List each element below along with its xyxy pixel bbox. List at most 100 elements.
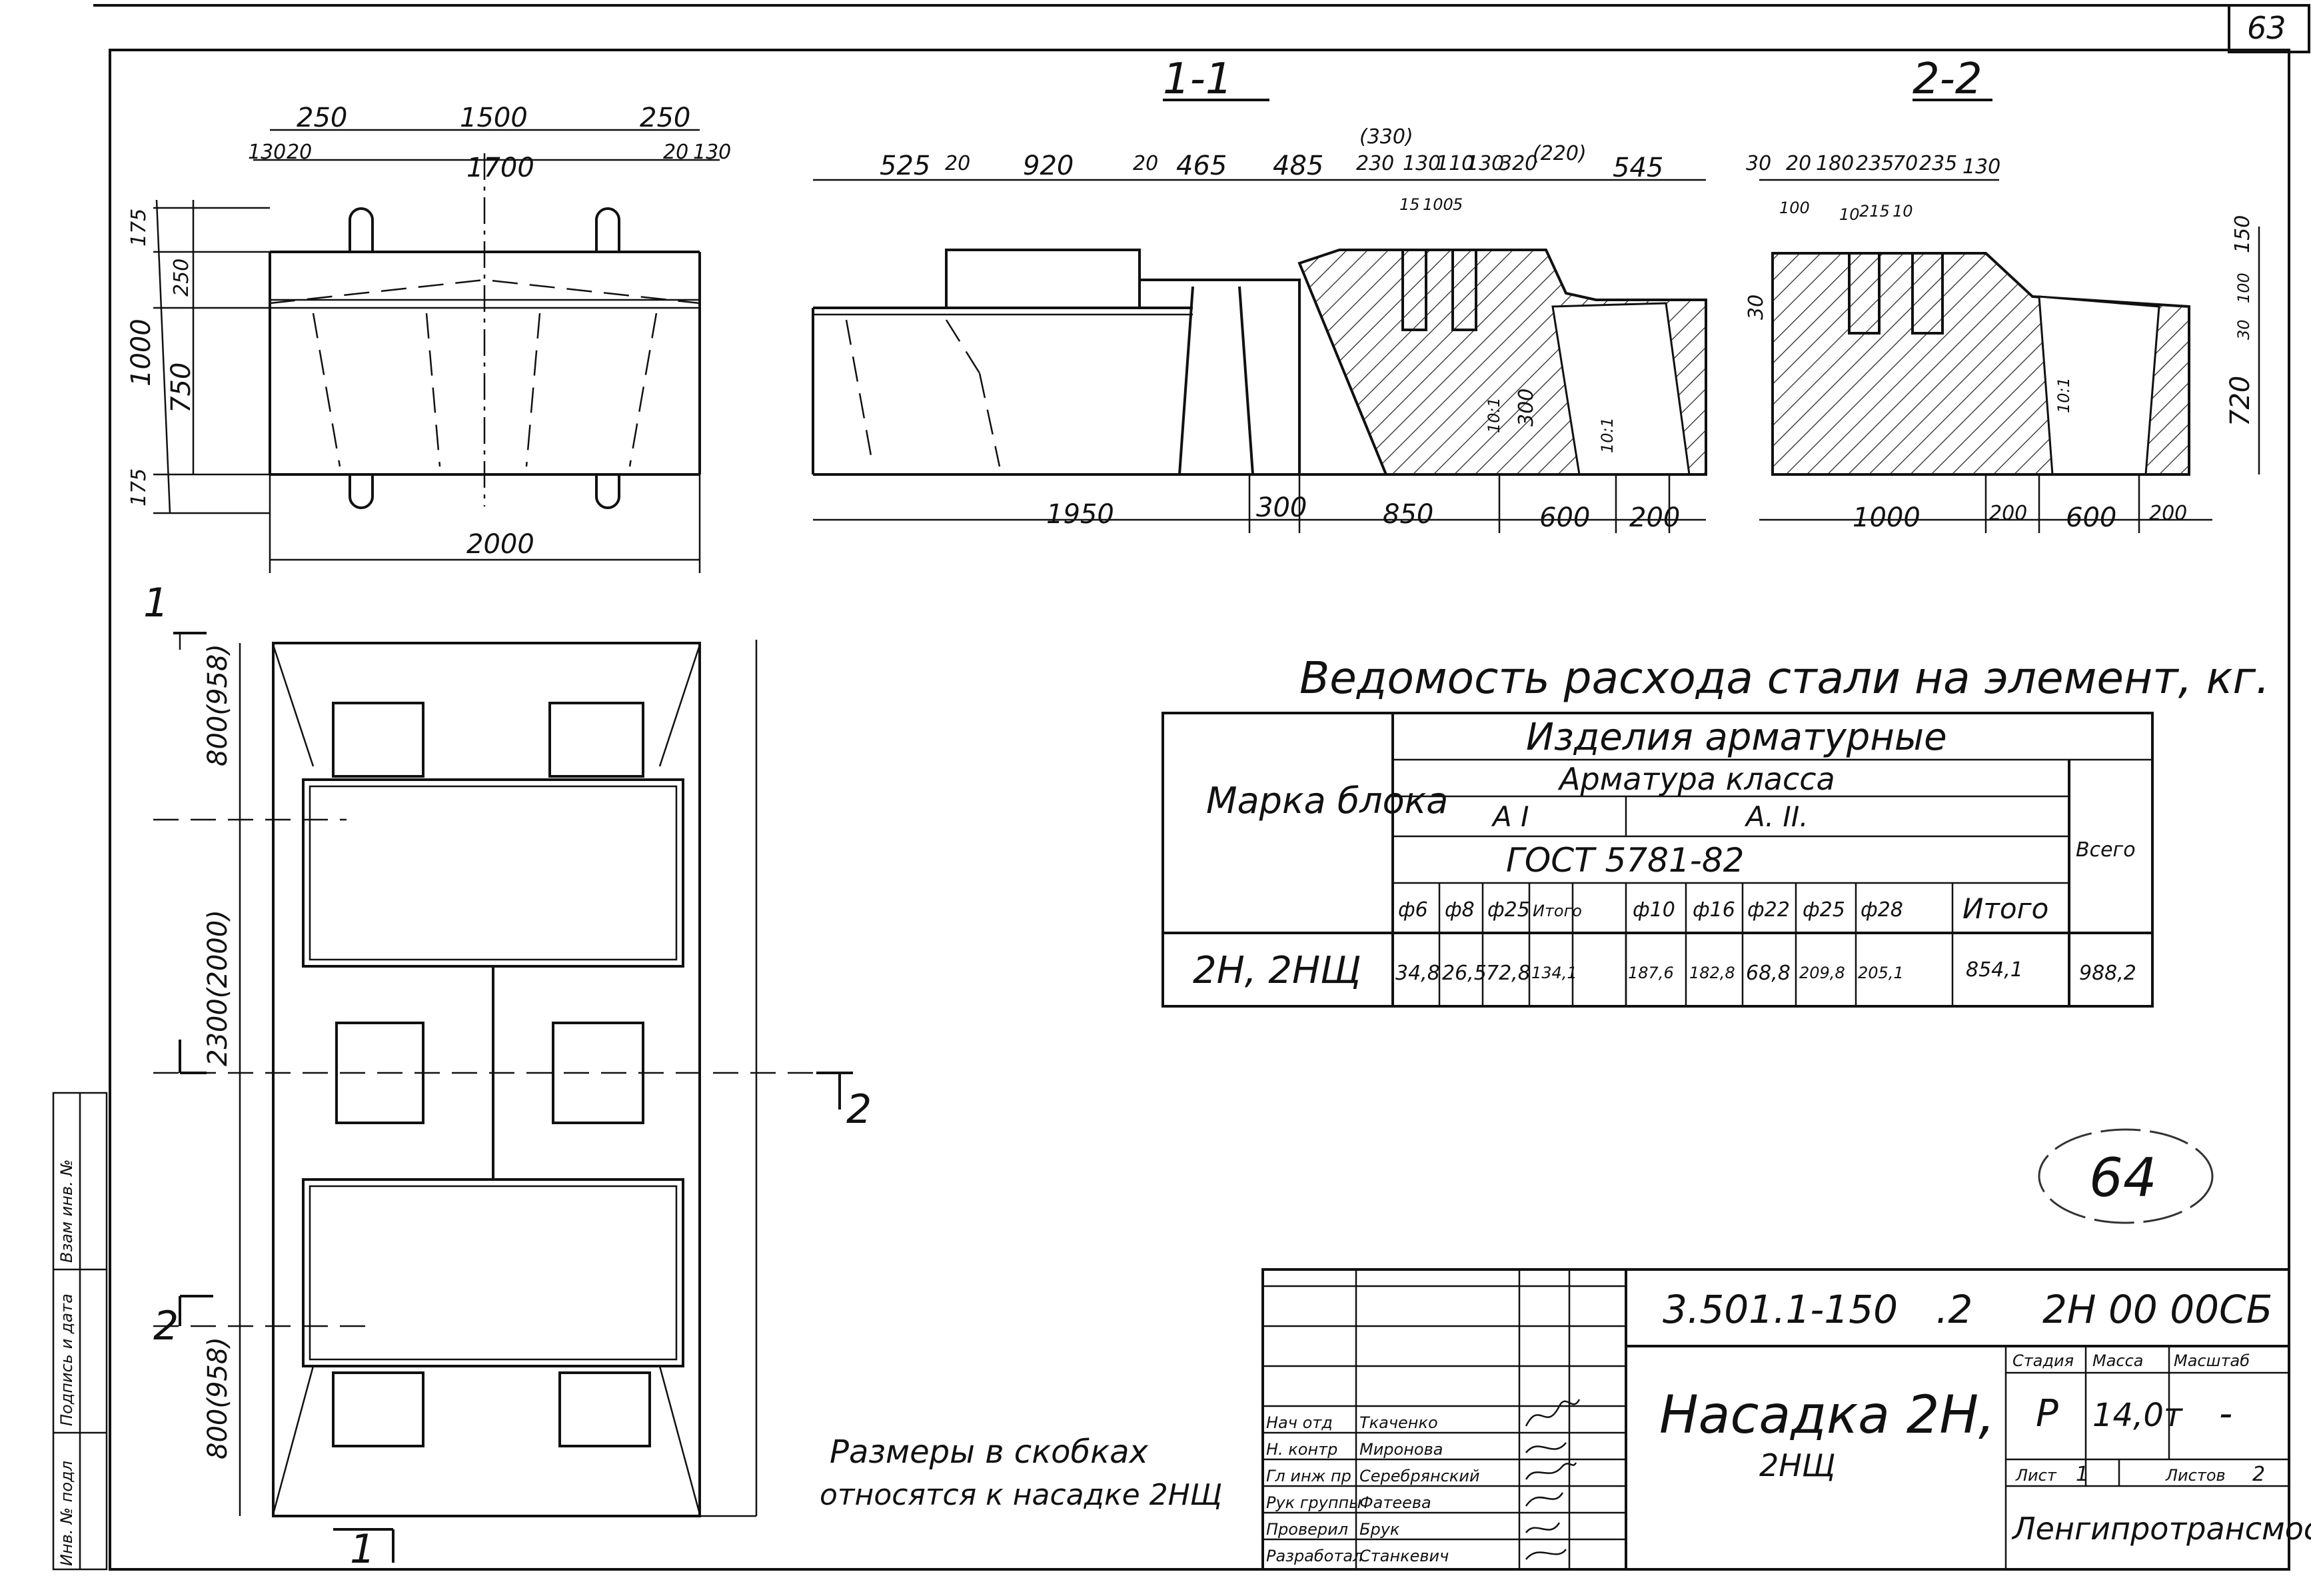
s11-dim-top-3: 920 bbox=[1023, 151, 1074, 181]
s22-dim-bottom-4: 200 bbox=[2149, 502, 2187, 525]
tb-name-line1: Насадка 2Н, bbox=[1659, 1385, 1995, 1445]
tb-mass: 14,0т bbox=[2092, 1397, 2184, 1434]
tb-name-3: Серебрянский bbox=[1359, 1467, 1480, 1485]
s22-dim-right-2: 100 bbox=[2234, 273, 2253, 303]
steel-dia-3: ф25 bbox=[1487, 898, 1530, 922]
signature-3 bbox=[1525, 1462, 1577, 1480]
plan-cut-1-top: 1 bbox=[143, 580, 169, 626]
s22-dim-top-1: 30 bbox=[1746, 152, 1771, 175]
s22-dim-right-4: 720 bbox=[2225, 376, 2256, 426]
section-2-2: 2-2 30 20 180 235 70 235 130 100 10 215 … bbox=[1745, 55, 2260, 533]
steel-col-mark: Марка блока bbox=[1206, 780, 1448, 822]
s22-slope: 10:1 bbox=[2054, 377, 2073, 413]
s11-dim-top-10: 130 bbox=[1466, 152, 1504, 175]
s22-dim-left-30: 30 bbox=[1745, 295, 1768, 320]
plan-cut-2-right: 2 bbox=[846, 1086, 872, 1133]
steel-dia-5: ф10 bbox=[1633, 898, 1675, 922]
front-dim-left-4: 750 bbox=[166, 363, 197, 413]
title-block: 3.501.1-150 .2 2Н 00 00СБ Насадка 2Н, 2Н… bbox=[1261, 1268, 2311, 1571]
side-stamp-sign: Подпись и дата bbox=[57, 1293, 76, 1426]
plan-dim-left-1: 800(958) bbox=[203, 644, 233, 766]
s22-dim-bottom-2: 200 bbox=[1989, 502, 2027, 525]
section-1-1-label: 1-1 bbox=[1163, 55, 1233, 104]
steel-table-title: Ведомость расхода стали на элемент, кг. bbox=[1299, 652, 2270, 704]
tb-scale: - bbox=[2219, 1392, 2232, 1435]
tb-name-6: Станкевич bbox=[1359, 1547, 1449, 1565]
s11-dim-top-8: 130 bbox=[1403, 152, 1441, 175]
plan-cut-1-bottom: 1 bbox=[350, 1526, 375, 1573]
steel-table: Ведомость расхода стали на элемент, кг. … bbox=[1161, 652, 2270, 1008]
circled-number-text: 64 bbox=[2089, 1147, 2157, 1209]
s11-dim-330: (330) bbox=[1359, 125, 1413, 149]
tb-role-4: Рук группы bbox=[1266, 1493, 1361, 1512]
tb-stage-label: Стадия bbox=[2012, 1351, 2074, 1370]
signature-6 bbox=[1525, 1549, 1567, 1560]
steel-val-3: 72,8 bbox=[1486, 962, 1531, 985]
s22-dim-right-3: 30 bbox=[2234, 319, 2253, 340]
steel-dia-8: ф25 bbox=[1803, 898, 1845, 922]
steel-dia-9: ф28 bbox=[1861, 898, 1903, 922]
steel-total-header: Всего bbox=[2076, 838, 2136, 862]
section-2-2-label: 2-2 bbox=[1913, 55, 1982, 104]
tb-role-5: Проверил bbox=[1266, 1520, 1348, 1539]
s11-dim-top-9: 110 bbox=[1436, 152, 1474, 175]
front-dim-left-5: 175 bbox=[127, 468, 151, 506]
tb-role-3: Гл инж пр bbox=[1266, 1467, 1351, 1485]
s11-dim-top-4: 20 bbox=[1133, 152, 1158, 175]
front-dim-top-2: 1500 bbox=[460, 103, 528, 133]
front-dim-top-1: 250 bbox=[297, 103, 347, 133]
front-dim-top2-4: 20 bbox=[663, 141, 688, 164]
s11-dim-small-2: 100 bbox=[1423, 195, 1453, 214]
note-line2: относятся к насадке 2НЩ bbox=[820, 1478, 1222, 1512]
steel-val-6: 182,8 bbox=[1689, 964, 1735, 982]
s22-dim-bottom-1: 1000 bbox=[1853, 502, 1921, 533]
s22-dim-bottom-3: 600 bbox=[2066, 502, 2116, 533]
tb-name-5: Брук bbox=[1359, 1520, 1400, 1539]
front-dim-bottom: 2000 bbox=[466, 529, 534, 560]
s11-dim-bottom-4: 600 bbox=[1539, 502, 1590, 533]
front-dim-top2-3: 1700 bbox=[466, 153, 534, 183]
page-number-box bbox=[2228, 4, 2310, 53]
tb-org: Ленгипротрансмост bbox=[2011, 1511, 2311, 1547]
tb-role-6: Разработал bbox=[1266, 1547, 1363, 1565]
s11-dim-bottom-3: 850 bbox=[1383, 499, 1433, 530]
steel-class-ai: А I bbox=[1491, 800, 1529, 833]
s11-dim-top-2: 20 bbox=[945, 152, 970, 175]
tb-part: .2 bbox=[1936, 1287, 1972, 1332]
note-line1: Размеры в скобках bbox=[830, 1433, 1149, 1471]
front-view: 250 1500 250 130 20 1700 20 130 175 250 … bbox=[126, 103, 731, 573]
s22-dim-top-2: 20 bbox=[1786, 152, 1811, 175]
steel-dia-4: Итого bbox=[1533, 902, 1582, 920]
page-number: 63 bbox=[2247, 10, 2286, 46]
tb-name-4: Фатеева bbox=[1359, 1493, 1431, 1512]
steel-total: 988,2 bbox=[2079, 962, 2136, 985]
steel-val-9: 205,1 bbox=[1858, 964, 1904, 982]
plan-dim-left-2: 2300(2000) bbox=[203, 910, 233, 1066]
circled-number: 64 bbox=[2038, 1128, 2214, 1224]
s11-dim-top-11: 320 bbox=[1499, 152, 1537, 175]
plan-view: 1 1 2 2 800(958) 2300(2000) 800(958) bbox=[143, 580, 872, 1573]
steel-val-2: 26,5 bbox=[1442, 962, 1487, 985]
s22-dim-top-5: 70 bbox=[1893, 152, 1918, 175]
steel-val-5: 187,6 bbox=[1628, 964, 1674, 982]
steel-val-1: 34,8 bbox=[1395, 962, 1440, 985]
s22-dim-right-1: 150 bbox=[2231, 215, 2254, 253]
tb-name-line2: 2НЩ bbox=[1759, 1447, 1835, 1483]
signature-2 bbox=[1525, 1442, 1567, 1453]
steel-dia-6: ф16 bbox=[1693, 898, 1735, 922]
tb-stage: Р bbox=[2036, 1392, 2058, 1435]
s22-dim-top-3: 180 bbox=[1816, 152, 1854, 175]
tb-sheets-label: Листов bbox=[2165, 1466, 2226, 1485]
s11-dim-small-3: 5 bbox=[1453, 195, 1463, 214]
s11-dim-top-7: 230 bbox=[1356, 152, 1394, 175]
s11-dim-bottom-1: 1950 bbox=[1046, 499, 1114, 530]
tb-name-1: Ткаченко bbox=[1359, 1413, 1438, 1432]
steel-dia-1: ф6 bbox=[1398, 898, 1428, 922]
tb-role-2: Н. контр bbox=[1266, 1440, 1337, 1459]
s11-dim-top-12: (220) bbox=[1533, 142, 1587, 165]
steel-val-7: 68,8 bbox=[1746, 962, 1791, 985]
s11-dim-top-1: 525 bbox=[880, 151, 930, 181]
steel-row-mark: 2Н, 2НЩ bbox=[1193, 949, 1361, 992]
s11-dim-top-5: 465 bbox=[1176, 151, 1227, 181]
